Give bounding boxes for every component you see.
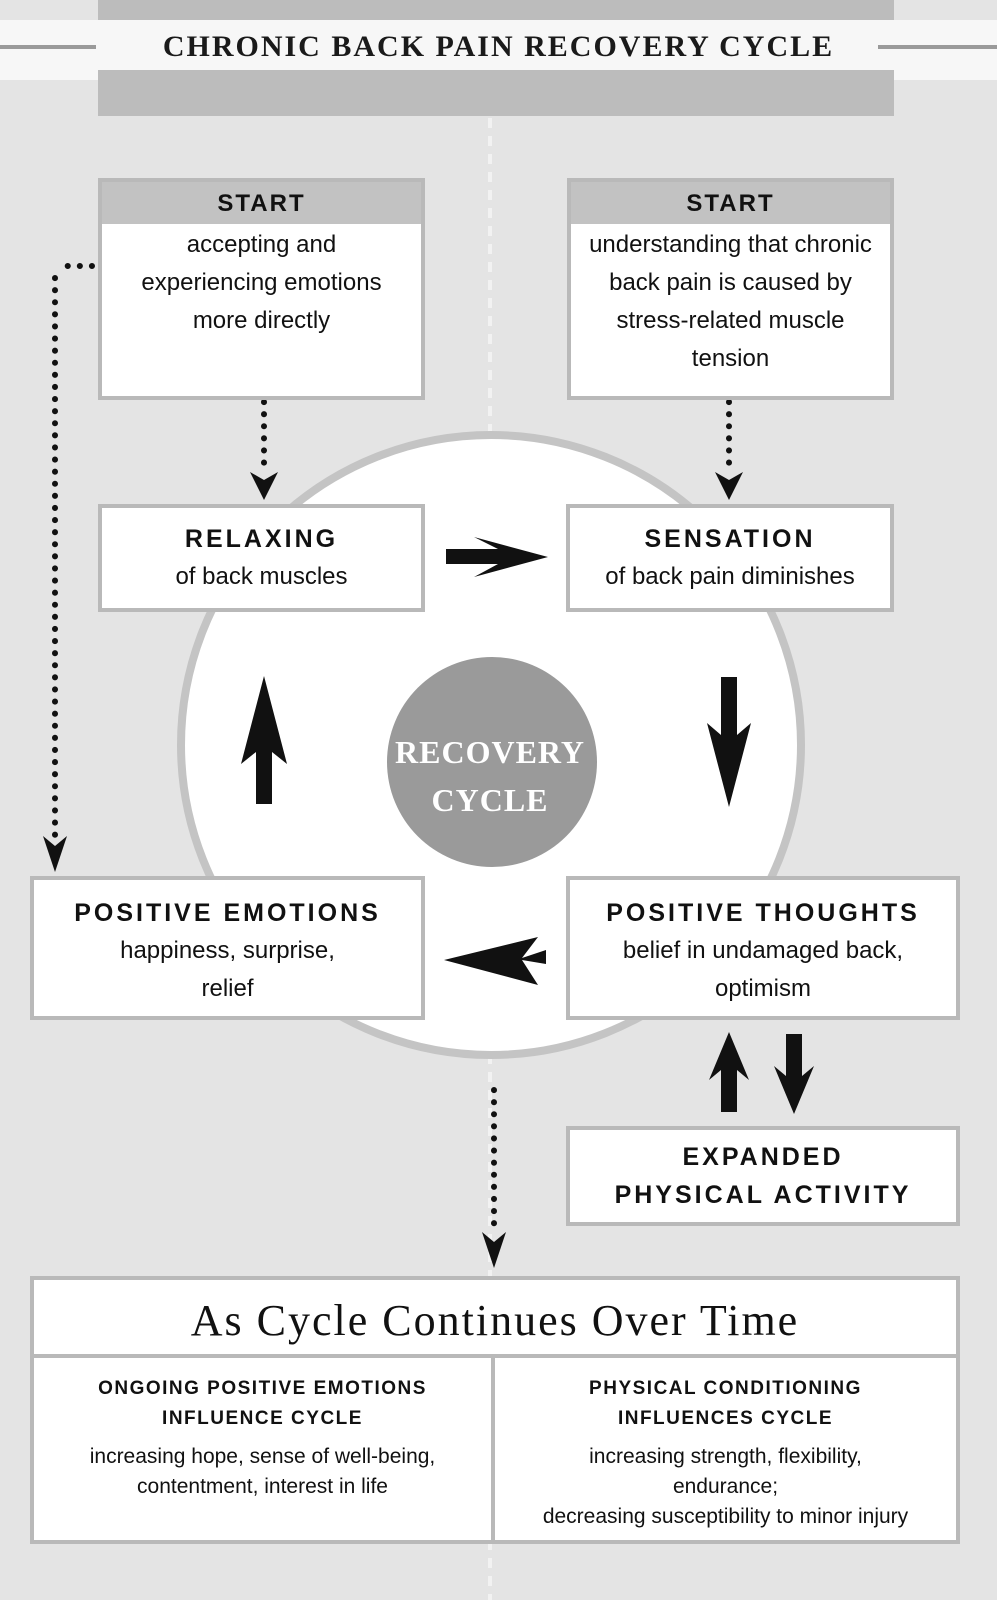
diagram-title: CHRONIC BACK PAIN RECOVERY CYCLE (162, 30, 835, 63)
over-time-conditioning-body-line3: decreasing susceptibility to minor injur… (542, 1505, 909, 1528)
arrow-thoughts-to-emotions (444, 937, 546, 985)
positive-emotions-desc: happiness, surprise, relief (120, 937, 335, 1002)
recovery-badge-line2: CYCLE (431, 782, 549, 818)
relaxing-label: RELAXING (184, 525, 339, 553)
positive-thoughts-label: POSITIVE THOUGHTS (606, 899, 920, 927)
over-time-emotions-head-line2: INFLUENCE CYCLE (162, 1408, 363, 1429)
over-time-conditioning-head: PHYSICAL CONDITIONING INFLUENCES CYCLE (495, 1358, 956, 1434)
recovery-badge-label: RECOVERY CYCLE (390, 728, 590, 824)
over-time-emotions-body-line2: contentment, interest in life (137, 1475, 388, 1498)
start-box-understanding-body: understanding that chronic back pain is … (589, 231, 872, 372)
header-band-bottom (98, 70, 894, 116)
relaxing-box: RELAXING of back muscles (98, 504, 425, 612)
expanded-activity-box: EXPANDED PHYSICAL ACTIVITY (566, 1126, 960, 1226)
over-time-emotions-head-line1: ONGOING POSITIVE EMOTIONS (98, 1378, 427, 1399)
over-time-conditioning-body: increasing strength, flexibility, endura… (495, 1434, 956, 1532)
dotted-arrowhead-emotions (43, 836, 67, 872)
start-box-emotions: START accepting and experiencing emotion… (98, 178, 425, 400)
expanded-activity-line1: EXPANDED (682, 1143, 844, 1171)
over-time-conditioning-head-line1: PHYSICAL CONDITIONING (589, 1378, 862, 1399)
arrow-activity-to-thoughts (709, 1032, 749, 1112)
sensation-box: SENSATION of back pain diminishes (566, 504, 894, 612)
dotted-arrowhead-sensation (715, 472, 743, 500)
start-box-emotions-body: accepting and experiencing emotions more… (141, 231, 382, 334)
arrow-emotions-to-relaxing (241, 676, 287, 804)
start-box-understanding-head: START (571, 182, 890, 224)
start-box-emotions-head: START (102, 182, 421, 224)
over-time-conditioning-head-line2: INFLUENCES CYCLE (617, 1408, 834, 1429)
recovery-badge (387, 657, 597, 867)
sensation-desc: of back pain diminishes (605, 563, 855, 590)
dotted-arrowhead-relaxing (250, 472, 278, 500)
header-band-top (98, 0, 894, 22)
recovery-badge-line1: RECOVERY (395, 734, 585, 770)
title-rule-right (878, 45, 997, 49)
over-time-title: As Cycle Continues Over Time (34, 1280, 956, 1358)
positive-thoughts-desc: belief in undamaged back, optimism (622, 937, 904, 1002)
expanded-activity-line2: PHYSICAL ACTIVITY (614, 1181, 912, 1209)
start-box-understanding: START understanding that chronic back pa… (567, 178, 894, 400)
over-time-conditioning-body-line2: endurance; (672, 1475, 779, 1498)
sensation-label: SENSATION (644, 525, 816, 553)
over-time-conditioning-body-line1: increasing strength, flexibility, (589, 1445, 862, 1468)
arrow-sensation-to-thoughts (707, 677, 751, 807)
positive-thoughts-box: POSITIVE THOUGHTS belief in undamaged ba… (566, 876, 960, 1020)
arrow-relaxing-to-sensation (446, 537, 548, 577)
over-time-emotions-body: increasing hope, sense of well-being, co… (34, 1434, 491, 1502)
over-time-emotions-column: ONGOING POSITIVE EMOTIONS INFLUENCE CYCL… (34, 1358, 495, 1540)
dotted-arrowhead-bottom (482, 1232, 506, 1268)
positive-emotions-box: POSITIVE EMOTIONS happiness, surprise, r… (30, 876, 425, 1020)
over-time-panel: As Cycle Continues Over Time ONGOING POS… (30, 1276, 960, 1544)
over-time-emotions-head: ONGOING POSITIVE EMOTIONS INFLUENCE CYCL… (34, 1358, 491, 1434)
arrow-thoughts-to-activity (774, 1034, 814, 1114)
relaxing-desc: of back muscles (175, 563, 348, 590)
title-rule-left (0, 45, 96, 49)
positive-emotions-label: POSITIVE EMOTIONS (74, 899, 381, 927)
over-time-conditioning-column: PHYSICAL CONDITIONING INFLUENCES CYCLE i… (495, 1358, 956, 1540)
over-time-emotions-body-line1: increasing hope, sense of well-being, (89, 1445, 436, 1468)
